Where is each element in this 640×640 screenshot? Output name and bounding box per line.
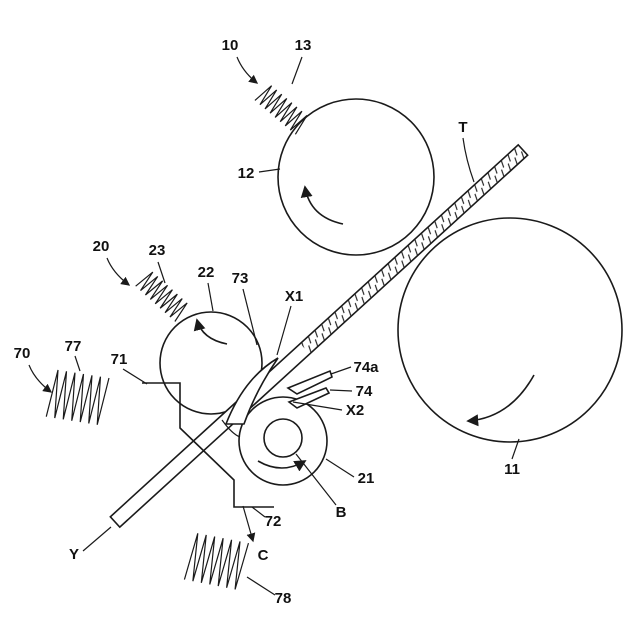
- leader-77: [74, 355, 81, 372]
- label-23: 23: [149, 242, 166, 259]
- leader-13: [291, 56, 303, 85]
- leader-78: [246, 576, 276, 596]
- leader-22: [207, 282, 214, 312]
- belt-T: [109, 143, 529, 529]
- leader-73: [242, 288, 258, 346]
- label-74: 74: [356, 383, 373, 400]
- leader-71: [122, 368, 148, 385]
- spring-78: [183, 533, 250, 590]
- label-13: 13: [295, 37, 312, 54]
- leader-T: [462, 137, 475, 183]
- label-C: C: [258, 547, 269, 564]
- label-10: 10: [222, 37, 239, 54]
- roller-11: [397, 217, 623, 443]
- label-71: 71: [111, 351, 128, 368]
- rotation-arrow-21: [257, 460, 307, 472]
- leader-72: [251, 506, 266, 518]
- label-20: 20: [93, 238, 110, 255]
- label-22: 22: [198, 264, 215, 281]
- rotation-arrow-12: [300, 185, 344, 225]
- leader-12: [258, 168, 281, 173]
- leader-10: [236, 56, 259, 84]
- spring-23: [135, 271, 188, 322]
- label-Y: Y: [69, 546, 79, 563]
- leader-20: [106, 257, 131, 286]
- leader-B: [295, 453, 337, 506]
- roller-21: [238, 396, 328, 486]
- rotation-arrow-11: [466, 374, 535, 427]
- label-70: 70: [14, 345, 31, 362]
- bracket-71-72: [142, 382, 274, 508]
- direction-arrow-C: [242, 505, 256, 543]
- leader-lines: [28, 56, 520, 596]
- leader-X1: [276, 305, 292, 356]
- claw-holder: [221, 419, 241, 438]
- label-11: 11: [504, 461, 520, 478]
- leader-X2: [292, 401, 343, 411]
- reference-labels: 10 13 12 T 20 23 22 73 X1 74a 74 X2 70 7…: [14, 37, 520, 607]
- leader-23: [157, 261, 166, 284]
- belt-hatching: [300, 145, 527, 354]
- label-78: 78: [275, 590, 292, 607]
- rotation-arrow-22: [193, 318, 228, 345]
- leader-70: [28, 364, 53, 393]
- label-T: T: [458, 119, 467, 136]
- label-74a: 74a: [353, 359, 379, 376]
- spring-77: [45, 369, 110, 425]
- label-B: B: [336, 504, 347, 521]
- claw-73: [221, 357, 279, 438]
- leader-74a: [330, 366, 352, 375]
- label-73: 73: [232, 270, 249, 287]
- leader-Y: [82, 526, 112, 552]
- label-X2: X2: [346, 402, 364, 419]
- spring-13: [254, 85, 308, 135]
- roller-12: [277, 98, 435, 256]
- roller-21-shaft: [263, 418, 303, 458]
- label-X1: X1: [285, 288, 303, 305]
- label-72: 72: [265, 513, 282, 530]
- leader-21: [325, 458, 355, 478]
- leader-11: [511, 438, 520, 460]
- roller-22: [159, 311, 263, 415]
- label-12: 12: [238, 165, 255, 182]
- frame-brackets: [142, 382, 274, 508]
- label-21: 21: [358, 470, 375, 487]
- leader-74: [329, 389, 353, 392]
- part-74a: [286, 369, 333, 395]
- label-77: 77: [65, 338, 82, 355]
